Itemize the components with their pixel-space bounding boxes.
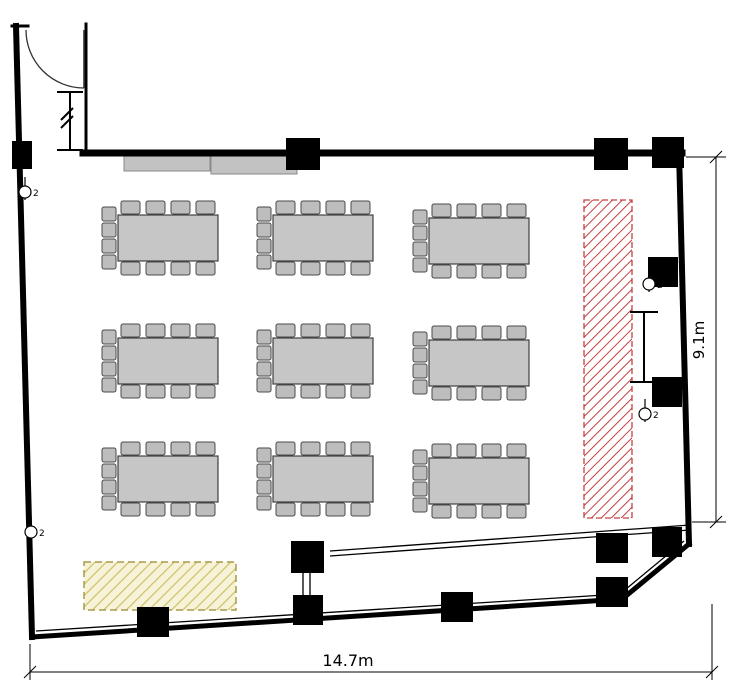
column — [596, 533, 628, 563]
column — [652, 137, 684, 168]
door-swing-arc — [25, 29, 85, 89]
column — [293, 595, 323, 625]
column — [137, 607, 169, 637]
hatched-zone-yellow — [83, 561, 237, 611]
dimension-tick — [709, 515, 723, 529]
wall-fixture-left — [57, 91, 83, 151]
glass-partition-line — [329, 524, 691, 557]
column — [596, 577, 628, 607]
column — [594, 138, 628, 170]
break-mark — [60, 115, 74, 129]
dimension-width: 14.7m — [23, 604, 719, 680]
wall-fixture-right — [630, 311, 658, 383]
bottom-wall — [29, 596, 626, 640]
column — [286, 138, 320, 170]
dimension-tick — [705, 665, 719, 679]
column — [12, 141, 32, 169]
dimension-height-label: 9.1m — [690, 321, 708, 359]
dimension-height: 9.1m — [686, 150, 726, 529]
hatched-zone-red — [583, 199, 633, 519]
break-mark — [60, 107, 74, 121]
dimension-tick — [709, 150, 723, 164]
column — [441, 592, 473, 622]
column — [291, 541, 324, 573]
right-wall — [675, 147, 693, 548]
dimension-width-label: 14.7m — [322, 651, 373, 670]
column — [652, 527, 682, 557]
dimension-tick — [23, 665, 37, 679]
